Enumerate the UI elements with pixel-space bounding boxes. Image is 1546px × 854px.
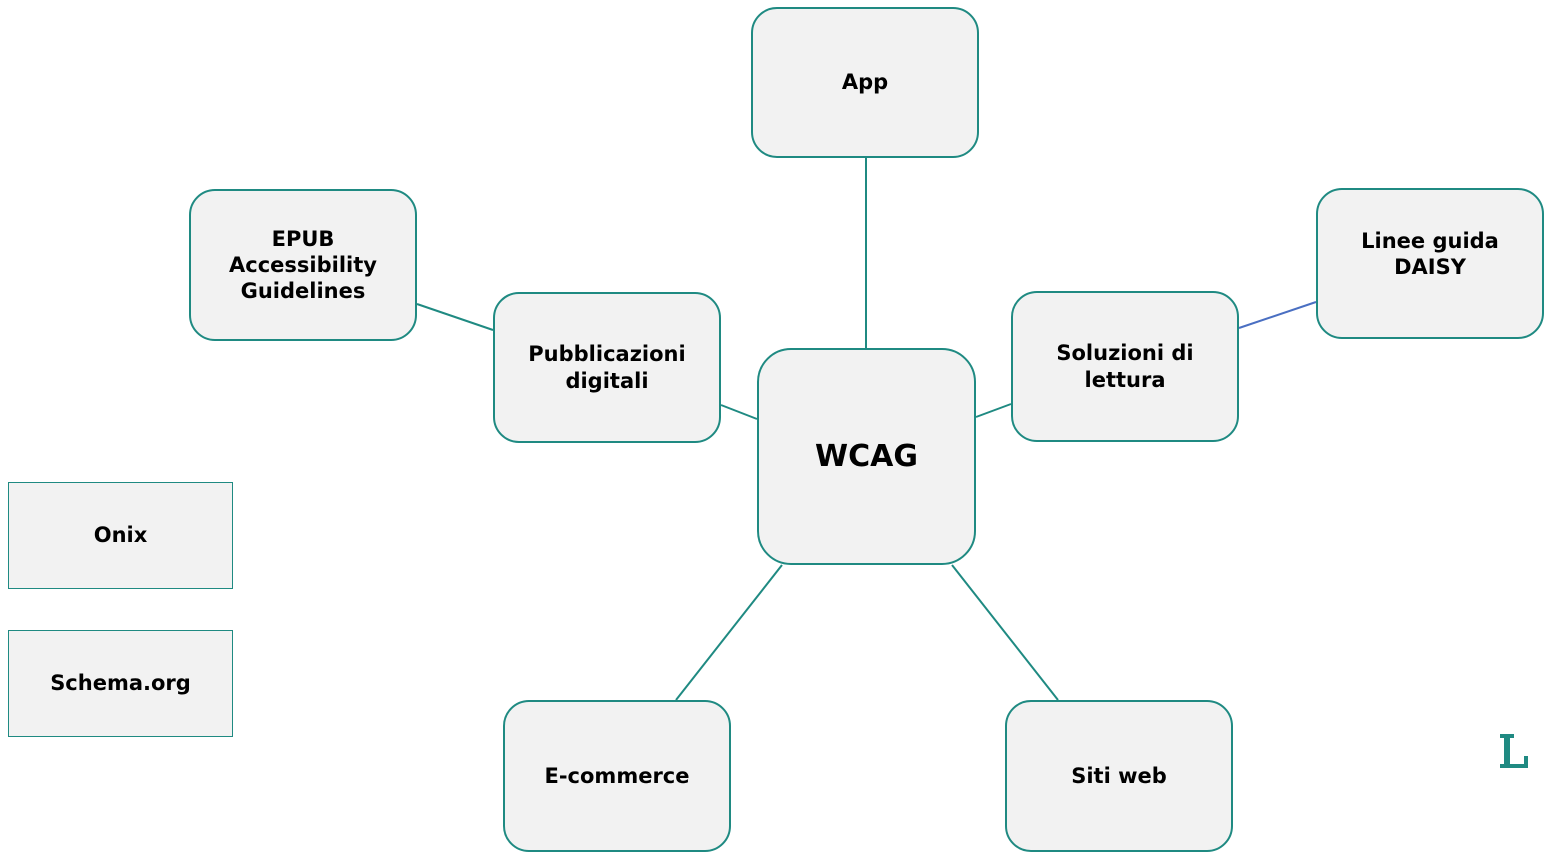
l-logo-icon-svg <box>1500 734 1528 768</box>
node-linee-guida-daisy: Linee guida DAISY <box>1316 188 1544 339</box>
connector-wcag-siti <box>951 564 1059 701</box>
connector-wcag-soluzioni <box>975 403 1012 418</box>
node-pubblicazioni-label: Pubblicazioni digitali <box>528 342 686 393</box>
connector-wcag-pubblicazioni <box>720 404 758 420</box>
node-e-commerce: E-commerce <box>503 700 731 852</box>
node-siti-label: Siti web <box>1071 763 1167 788</box>
node-onix-label: Onix <box>93 523 148 548</box>
node-daisy-label: Linee guida DAISY <box>1361 229 1499 280</box>
node-siti-web: Siti web <box>1005 700 1233 852</box>
node-ecommerce-label: E-commerce <box>544 763 690 788</box>
connector-soluzioni-daisy <box>1238 301 1317 329</box>
node-soluzioni-label: Soluzioni di lettura <box>1056 341 1194 392</box>
l-logo-icon <box>1494 726 1534 776</box>
connector-pubblicazioni-epub <box>416 303 494 331</box>
node-app: App <box>751 7 979 158</box>
node-pubblicazioni-digitali: Pubblicazioni digitali <box>493 292 721 443</box>
node-soluzioni-di-lettura: Soluzioni di lettura <box>1011 291 1239 442</box>
node-epub-label: EPUB Accessibility Guidelines <box>229 226 377 304</box>
node-wcag-label: WCAG <box>815 438 918 474</box>
node-schema-org: Schema.org <box>8 630 233 737</box>
node-schema-label: Schema.org <box>50 671 191 696</box>
node-epub-accessibility-guidelines: EPUB Accessibility Guidelines <box>189 189 417 341</box>
connector-wcag-ecommerce <box>675 564 783 701</box>
node-wcag-center: WCAG <box>757 348 976 565</box>
node-onix: Onix <box>8 482 233 589</box>
node-app-label: App <box>841 70 889 95</box>
